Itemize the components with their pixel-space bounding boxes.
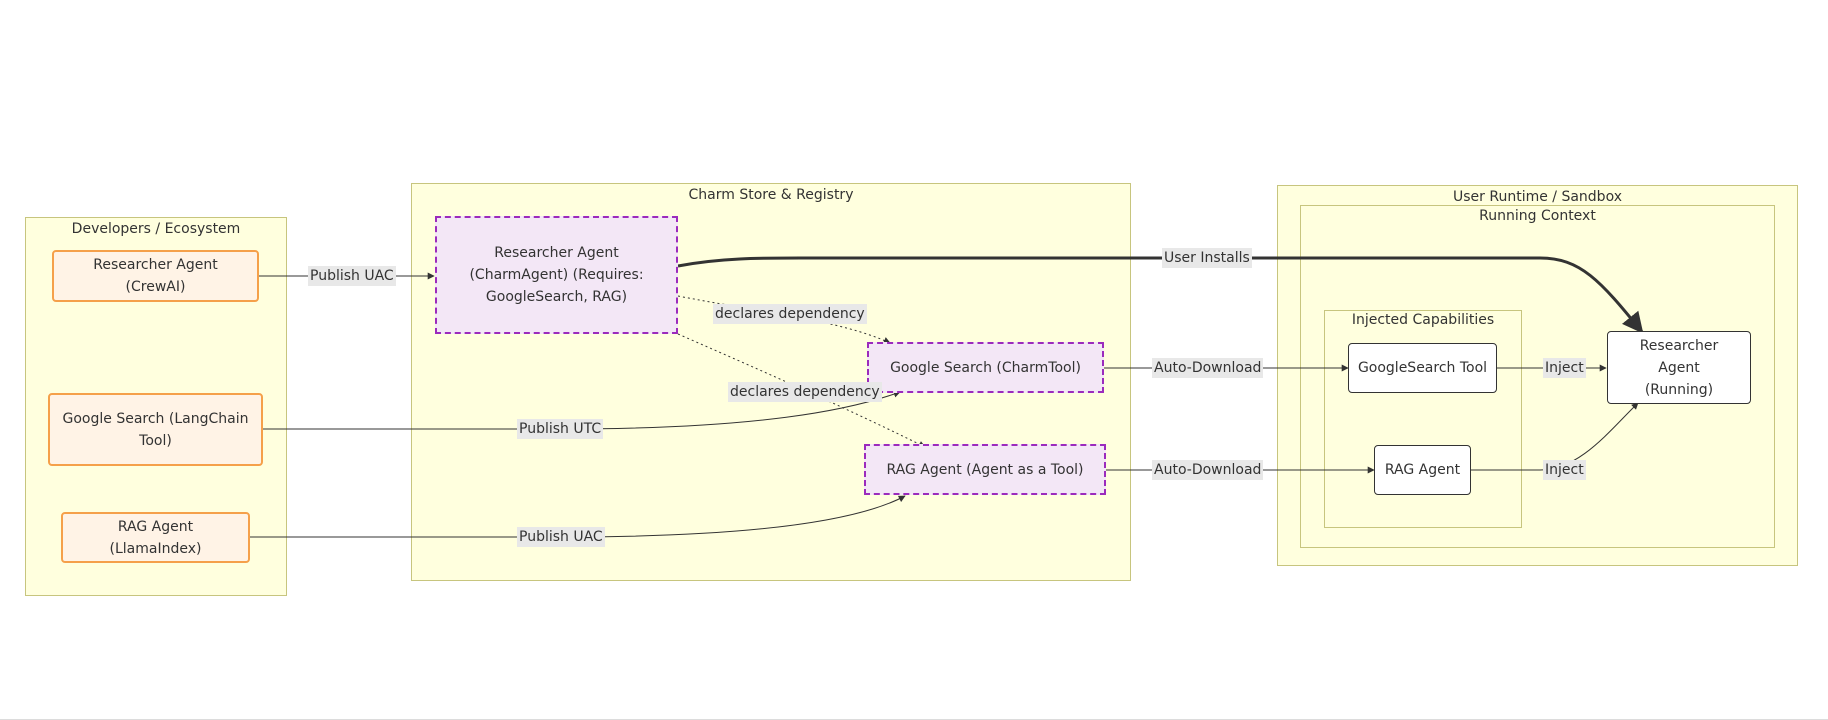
node-dev-researcher[interactable]: Researcher Agent (CrewAI)	[52, 250, 259, 302]
label-inject-2: Inject	[1543, 460, 1586, 480]
label-declares-2: declares dependency	[728, 382, 882, 402]
group-injected-title: Injected Capabilities	[1351, 312, 1495, 328]
node-dev-rag[interactable]: RAG Agent (LlamaIndex)	[61, 512, 250, 563]
node-inj-google[interactable]: GoogleSearch Tool	[1348, 343, 1497, 393]
node-charm-researcher[interactable]: Researcher Agent (CharmAgent) (Requires:…	[435, 216, 678, 334]
group-store-title: Charm Store & Registry	[688, 187, 854, 203]
node-charm-rag[interactable]: RAG Agent (Agent as a Tool)	[864, 444, 1106, 495]
edge-publish-uac-2	[250, 495, 906, 538]
label-publish-uac-1: Publish UAC	[308, 266, 396, 286]
edge-declares-1	[677, 295, 891, 344]
label-auto-download-2: Auto-Download	[1152, 460, 1264, 480]
label-declares-1: declares dependency	[713, 304, 867, 324]
group-runtime-title: User Runtime / Sandbox	[1453, 189, 1622, 205]
group-running-title: Running Context	[1479, 208, 1596, 224]
node-dev-google[interactable]: Google Search (LangChain Tool)	[48, 393, 263, 466]
label-publish-uac-2: Publish UAC	[517, 527, 605, 547]
node-running-agent[interactable]: Researcher Agent (Running)	[1607, 331, 1751, 404]
group-developers-title: Developers / Ecosystem	[71, 221, 241, 237]
label-user-installs: User Installs	[1162, 248, 1252, 268]
label-inject-1: Inject	[1543, 358, 1586, 378]
edge-declares-2	[677, 333, 926, 448]
label-auto-download-1: Auto-Download	[1152, 358, 1264, 378]
node-charm-google[interactable]: Google Search (CharmTool)	[867, 342, 1104, 393]
node-inj-rag[interactable]: RAG Agent	[1374, 445, 1471, 495]
label-publish-utc: Publish UTC	[517, 419, 604, 439]
